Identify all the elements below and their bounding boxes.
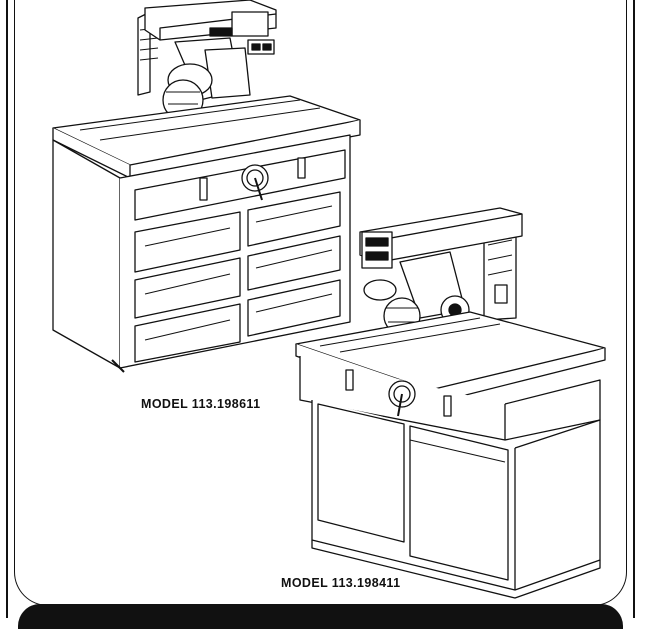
- page-frame-outer: [6, 0, 635, 618]
- bottom-band: [18, 604, 623, 629]
- model-caption-one: MODEL 113.198611: [141, 397, 261, 411]
- model-caption-two: MODEL 113.198411: [281, 576, 401, 590]
